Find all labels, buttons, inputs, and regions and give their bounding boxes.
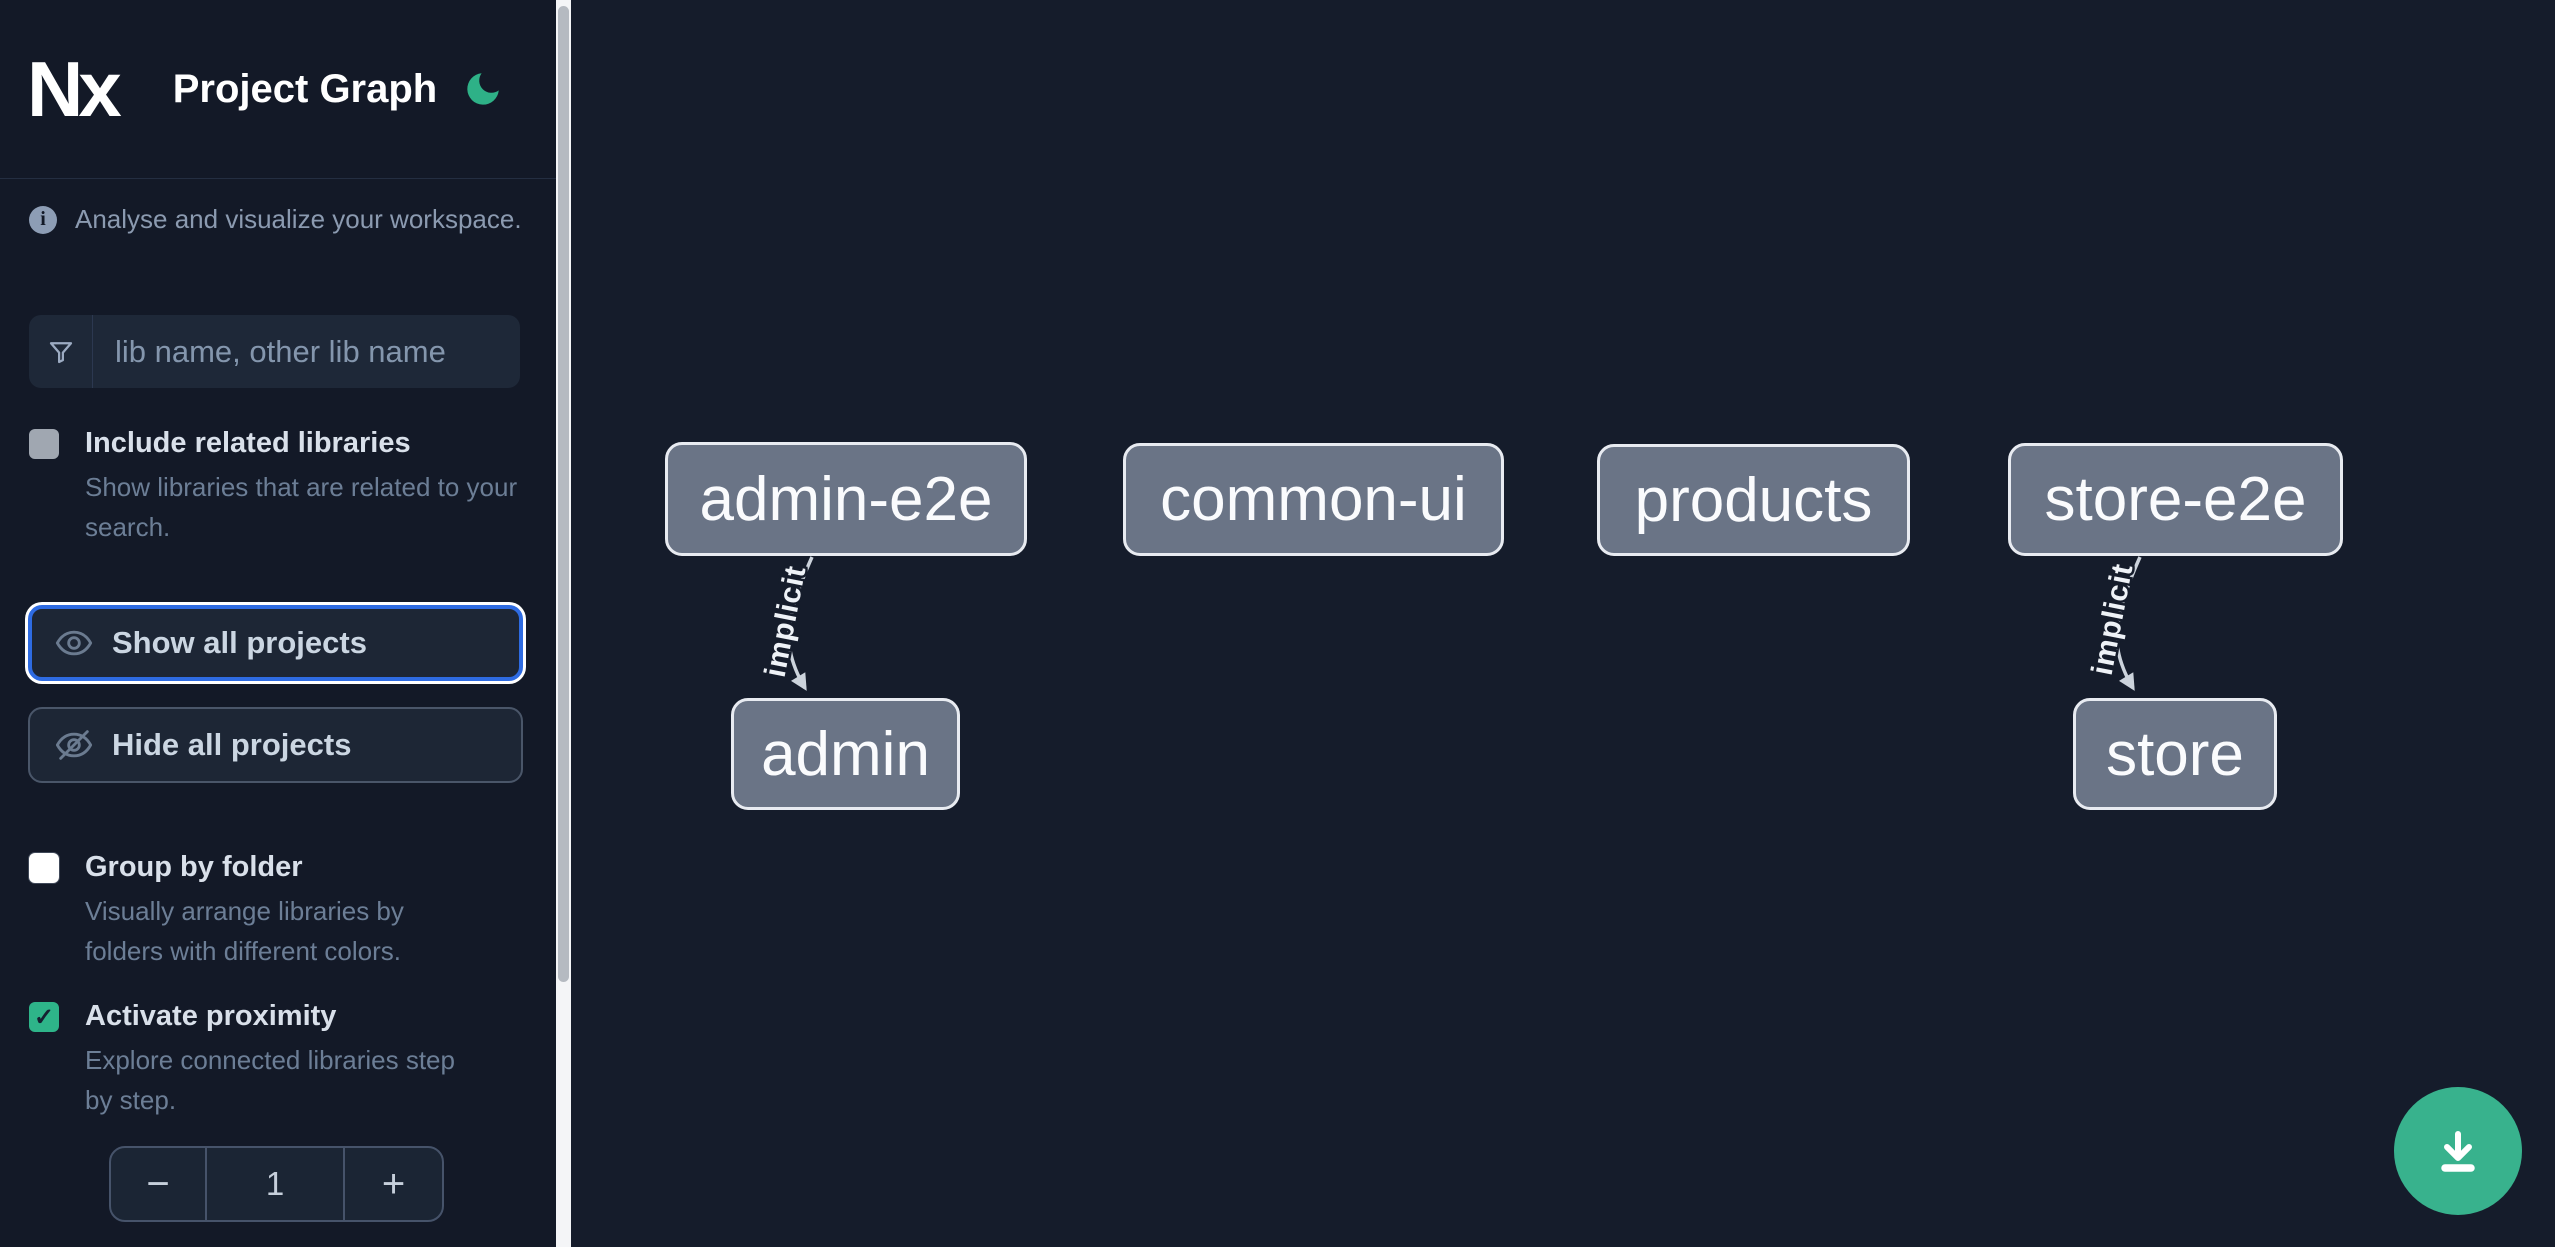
show-all-projects-label: Show all projects (112, 625, 367, 660)
graph-node-admin[interactable]: admin (731, 698, 960, 810)
workspace-info: i Analyse and visualize your workspace. (29, 204, 528, 235)
hide-all-projects-label: Hide all projects (112, 727, 352, 762)
eye-icon (54, 623, 94, 663)
sidebar: Nx Project Graph i Analyse and visualize… (0, 0, 558, 1247)
sidebar-scrollbar-thumb[interactable] (558, 6, 569, 982)
option-group-by-folder: Group by folder Visually arrange librari… (29, 851, 485, 971)
show-all-projects-button[interactable]: Show all projects (28, 605, 523, 681)
theme-toggle-button[interactable] (462, 68, 504, 110)
graph-node-products[interactable]: products (1597, 444, 1910, 556)
graph-node-store-e2e[interactable]: store-e2e (2008, 443, 2343, 556)
download-icon (2432, 1125, 2484, 1177)
edge-admin-e2e-to-admin[interactable] (787, 556, 814, 691)
activate-proximity-label: Activate proximity (85, 1000, 337, 1032)
proximity-depth-value: 1 (205, 1148, 343, 1220)
nx-logo: Nx (27, 45, 122, 133)
option-activate-proximity: ✓ Activate proximity Explore connected l… (29, 1000, 485, 1120)
activate-proximity-description: Explore connected libraries step by step… (85, 1045, 455, 1115)
group-by-folder-label: Group by folder (85, 851, 303, 883)
page-title: Project Graph (172, 66, 438, 111)
filter-input[interactable] (93, 315, 520, 388)
workspace-info-text: Analyse and visualize your workspace. (75, 204, 522, 234)
sidebar-scrollbar-track (556, 0, 571, 1247)
edge-store-e2e-to-store[interactable] (2115, 556, 2142, 691)
increment-button[interactable]: + (343, 1148, 442, 1220)
option-include-related: Include related libraries Show libraries… (29, 427, 555, 547)
download-graph-button[interactable] (2394, 1087, 2522, 1215)
moon-icon (462, 73, 504, 113)
info-icon: i (29, 205, 57, 234)
check-icon: ✓ (33, 1003, 55, 1031)
hide-all-projects-button[interactable]: Hide all projects (28, 707, 523, 783)
include-related-description: Show libraries that are related to your … (85, 472, 518, 542)
group-by-folder-description: Visually arrange libraries by folders wi… (85, 896, 404, 966)
sidebar-header: Nx Project Graph (0, 0, 558, 179)
proximity-depth-stepper: − 1 + (109, 1146, 444, 1222)
graph-node-common-ui[interactable]: common-ui (1123, 443, 1504, 556)
edge-label-store-e2e-to-store: implicit (2086, 561, 2140, 678)
include-related-checkbox[interactable] (29, 429, 59, 459)
funnel-icon (29, 315, 93, 388)
activate-proximity-checkbox[interactable]: ✓ (29, 1002, 59, 1032)
eye-off-icon (54, 725, 94, 765)
edge-label-admin-e2e-to-admin: implicit (759, 563, 813, 680)
graph-node-admin-e2e[interactable]: admin-e2e (665, 442, 1027, 556)
decrement-button[interactable]: − (111, 1148, 205, 1220)
library-filter (29, 315, 520, 388)
graph-node-store[interactable]: store (2073, 698, 2277, 810)
group-by-folder-checkbox[interactable] (29, 853, 59, 883)
include-related-label: Include related libraries (85, 427, 411, 459)
